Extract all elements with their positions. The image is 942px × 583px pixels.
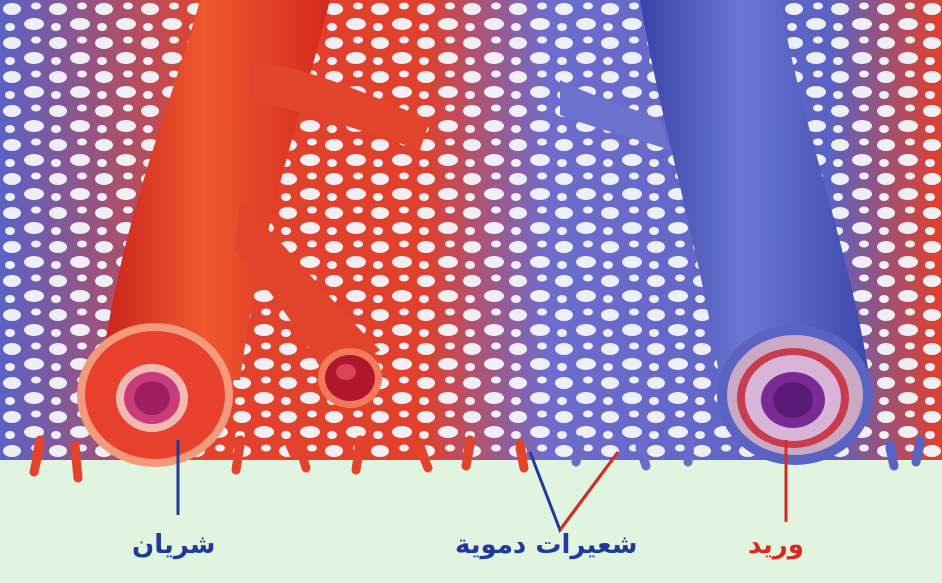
capillaries-label: شعيرات دموية	[455, 530, 637, 560]
artery-label: شريان	[132, 530, 215, 560]
vein-cross-section	[717, 325, 873, 465]
artery-cross-section	[77, 323, 233, 467]
vein-label: وريد	[748, 530, 804, 560]
small-artery-cross-section	[318, 348, 382, 408]
